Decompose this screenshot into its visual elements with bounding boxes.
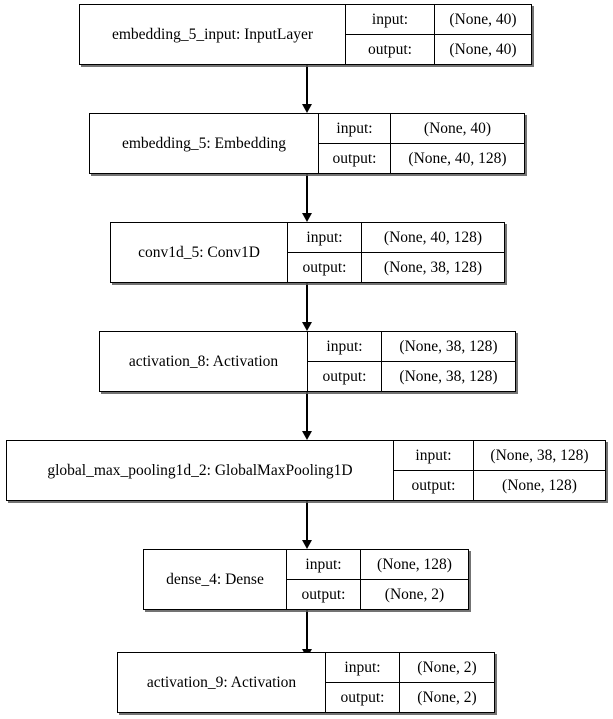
node-label: activation_8: Activation bbox=[100, 332, 308, 391]
output-shape: (None, 40) bbox=[449, 40, 517, 58]
node-embedding_5[interactable]: embedding_5: Embedding input: (None, 40)… bbox=[89, 113, 525, 174]
output-label: output: bbox=[288, 253, 362, 282]
edge-line bbox=[306, 174, 308, 214]
node-output-row: output: (None, 2) bbox=[326, 683, 494, 712]
node-output-row: output: (None, 40) bbox=[346, 35, 531, 64]
node-io-block: input: (None, 38, 128) output: (None, 12… bbox=[394, 441, 605, 500]
output-shape: (None, 2) bbox=[384, 585, 445, 603]
output-label: output: bbox=[319, 144, 391, 173]
node-input-row: input: (None, 2) bbox=[326, 653, 494, 683]
input-label: input: bbox=[394, 441, 474, 470]
edge-line bbox=[306, 65, 308, 105]
node-label: dense_4: Dense bbox=[144, 550, 287, 609]
input-shape: (None, 128) bbox=[377, 555, 452, 573]
arrowhead-icon bbox=[302, 104, 312, 113]
output-shape: (None, 38, 128) bbox=[399, 367, 498, 385]
node-output-row: output: (None, 38, 128) bbox=[288, 253, 504, 282]
node-io-block: input: (None, 40, 128) output: (None, 38… bbox=[288, 223, 504, 282]
node-embedding_5_input[interactable]: embedding_5_input: InputLayer input: (No… bbox=[79, 4, 532, 65]
node-activation_9[interactable]: activation_9: Activation input: (None, 2… bbox=[117, 652, 495, 713]
node-input-row: input: (None, 38, 128) bbox=[394, 441, 605, 471]
edge-line bbox=[306, 501, 308, 541]
node-io-block: input: (None, 38, 128) output: (None, 38… bbox=[308, 332, 515, 391]
input-shape: (None, 38, 128) bbox=[399, 337, 498, 355]
input-label: input: bbox=[346, 5, 435, 34]
node-global_max_pooling1d_2[interactable]: global_max_pooling1d_2: GlobalMaxPooling… bbox=[6, 440, 606, 501]
node-dense_4[interactable]: dense_4: Dense input: (None, 128) output… bbox=[143, 549, 469, 610]
node-input-row: input: (None, 40, 128) bbox=[288, 223, 504, 253]
node-output-row: output: (None, 2) bbox=[287, 580, 468, 609]
node-label: embedding_5_input: InputLayer bbox=[80, 5, 346, 64]
node-io-block: input: (None, 2) output: (None, 2) bbox=[326, 653, 494, 712]
node-input-row: input: (None, 128) bbox=[287, 550, 468, 580]
node-io-block: input: (None, 40) output: (None, 40) bbox=[346, 5, 531, 64]
input-shape: (None, 38, 128) bbox=[490, 446, 589, 464]
output-shape: (None, 2) bbox=[417, 688, 477, 706]
node-input-row: input: (None, 40) bbox=[319, 114, 524, 144]
arrowhead-icon bbox=[302, 431, 312, 440]
node-input-row: input: (None, 40) bbox=[346, 5, 531, 35]
node-output-row: output: (None, 128) bbox=[394, 471, 605, 500]
input-label: input: bbox=[326, 653, 400, 682]
node-activation_8[interactable]: activation_8: Activation input: (None, 3… bbox=[99, 331, 516, 392]
node-label: global_max_pooling1d_2: GlobalMaxPooling… bbox=[7, 441, 394, 500]
node-io-block: input: (None, 128) output: (None, 2) bbox=[287, 550, 468, 609]
input-shape: (None, 2) bbox=[417, 658, 477, 676]
output-label: output: bbox=[346, 35, 435, 64]
output-shape: (None, 40, 128) bbox=[408, 149, 507, 167]
edge-line bbox=[306, 392, 308, 432]
edge-line bbox=[306, 283, 308, 323]
node-label: conv1d_5: Conv1D bbox=[111, 223, 288, 282]
arrowhead-icon bbox=[302, 322, 312, 331]
node-output-row: output: (None, 40, 128) bbox=[319, 144, 524, 173]
input-label: input: bbox=[288, 223, 362, 252]
output-shape: (None, 128) bbox=[502, 476, 577, 494]
output-label: output: bbox=[287, 580, 361, 609]
edge-line bbox=[306, 610, 308, 650]
arrowhead-icon bbox=[302, 540, 312, 549]
node-input-row: input: (None, 38, 128) bbox=[308, 332, 515, 362]
input-label: input: bbox=[319, 114, 391, 143]
arrowhead-icon bbox=[302, 213, 312, 222]
input-shape: (None, 40) bbox=[449, 10, 517, 28]
input-label: input: bbox=[308, 332, 382, 361]
input-label: input: bbox=[287, 550, 361, 579]
input-shape: (None, 40) bbox=[423, 119, 492, 137]
node-conv1d_5[interactable]: conv1d_5: Conv1D input: (None, 40, 128) … bbox=[110, 222, 505, 283]
node-io-block: input: (None, 40) output: (None, 40, 128… bbox=[319, 114, 524, 173]
output-label: output: bbox=[308, 362, 382, 391]
output-label: output: bbox=[326, 683, 400, 712]
node-output-row: output: (None, 38, 128) bbox=[308, 362, 515, 391]
node-label: activation_9: Activation bbox=[118, 653, 326, 712]
node-label: embedding_5: Embedding bbox=[90, 114, 319, 173]
output-label: output: bbox=[394, 471, 474, 500]
output-shape: (None, 38, 128) bbox=[383, 258, 483, 276]
input-shape: (None, 40, 128) bbox=[383, 228, 483, 246]
